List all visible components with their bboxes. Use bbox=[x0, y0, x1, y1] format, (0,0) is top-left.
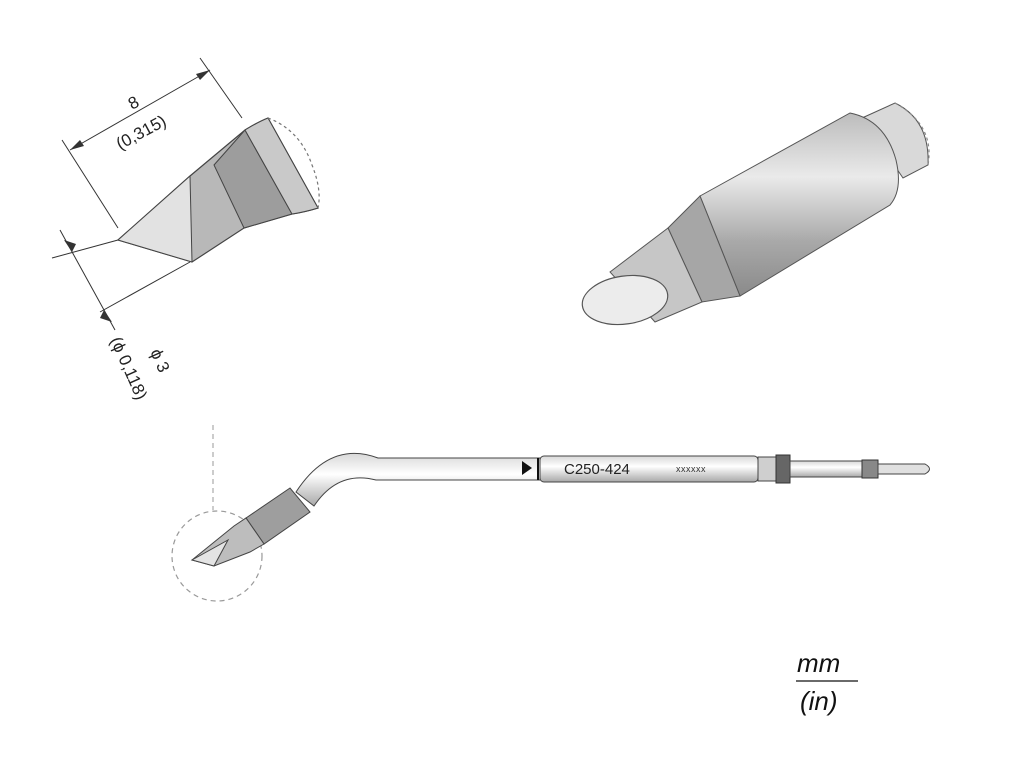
rear-pin bbox=[877, 463, 930, 475]
dim-length-ext-left bbox=[61, 139, 119, 229]
dim-length-mm: 8 bbox=[125, 92, 142, 113]
units-legend: mm (in) bbox=[796, 648, 858, 716]
dim-length-ext-right bbox=[199, 57, 243, 119]
shaft-tip-bevel bbox=[190, 538, 230, 567]
part-code: C250-424 bbox=[564, 461, 630, 478]
dim-dia-in: (ϕ 0,118) bbox=[106, 334, 151, 403]
dim-length-line bbox=[69, 69, 211, 151]
dim-dia-mm: ϕ 3 bbox=[146, 346, 173, 375]
connector-ring-1 bbox=[757, 456, 777, 482]
dim-length-arrow-left bbox=[70, 140, 84, 150]
perspective-shank-break bbox=[894, 102, 930, 166]
tip-detail-break bbox=[267, 117, 320, 209]
dim-dia-ext-top bbox=[51, 239, 119, 259]
part-marking: xxxxxx bbox=[676, 464, 706, 474]
dim-length-arrow-right bbox=[196, 70, 210, 80]
full-tip-side-view: C250-424 xxxxxx bbox=[171, 425, 930, 602]
connector-ring-2 bbox=[775, 454, 791, 484]
tip-detail-bevel bbox=[116, 174, 193, 263]
dim-length-in: (0,315) bbox=[113, 111, 169, 153]
direction-arrow-icon bbox=[522, 461, 532, 475]
shaft-bent-section bbox=[295, 452, 541, 507]
rear-collar bbox=[861, 459, 879, 479]
rear-shank bbox=[789, 460, 863, 478]
dim-dia-arrow-bottom bbox=[100, 310, 112, 322]
tip-detail-view: 8 (0,315) ϕ 3 (ϕ 0,118) bbox=[51, 57, 320, 403]
unit-primary: mm bbox=[797, 648, 840, 678]
dim-dia-ext-bottom bbox=[99, 261, 191, 313]
tip-perspective-view bbox=[581, 102, 930, 326]
dim-dia-arrow-top bbox=[64, 240, 76, 252]
unit-secondary: (in) bbox=[800, 686, 838, 716]
perspective-bevel-face bbox=[581, 274, 669, 326]
detail-circle bbox=[171, 510, 263, 602]
perspective-body bbox=[699, 112, 899, 297]
